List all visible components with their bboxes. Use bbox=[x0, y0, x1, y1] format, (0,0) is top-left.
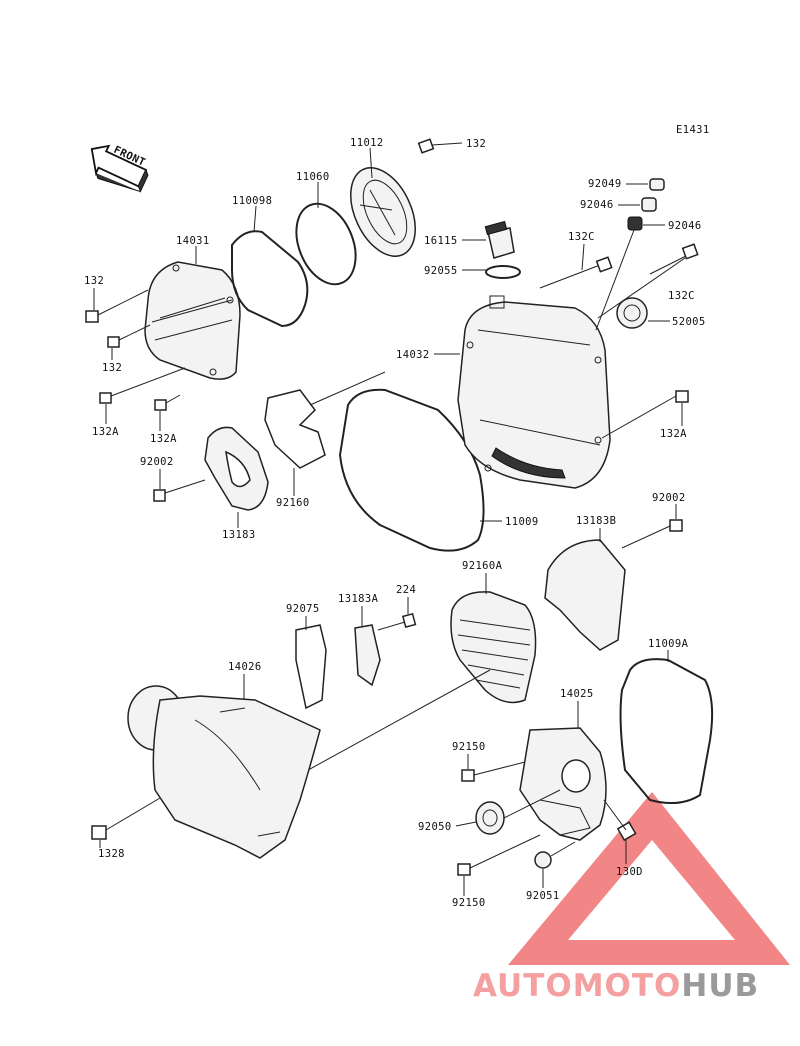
watermark-logo bbox=[508, 792, 790, 965]
label-92046-b: 92046 bbox=[668, 220, 702, 232]
part-92050-seal bbox=[475, 789, 561, 835]
part-52005-seal bbox=[616, 297, 648, 329]
bolt-92002-left bbox=[153, 479, 206, 502]
part-11009a-gasket bbox=[619, 658, 714, 805]
bolt-92150-a bbox=[461, 761, 526, 782]
part-11012-cap bbox=[350, 167, 416, 257]
part-92075-block bbox=[295, 624, 327, 710]
label-224: 224 bbox=[396, 584, 416, 596]
label-132-left: 132 bbox=[84, 275, 104, 287]
watermark-text-automoto: AUTOMOTO bbox=[473, 968, 681, 1004]
bolt-132-left bbox=[85, 289, 149, 323]
part-16115-plug bbox=[484, 220, 515, 259]
label-13183b: 13183B bbox=[576, 515, 616, 527]
watermark-triangle bbox=[508, 792, 790, 965]
label-92050: 92050 bbox=[418, 821, 452, 833]
label-92049: 92049 bbox=[588, 178, 622, 190]
callout-labels: 11012 132 11060 110098 14031 132 132 132… bbox=[84, 137, 706, 909]
label-132c-b: 132C bbox=[668, 290, 695, 302]
label-13183: 13183 bbox=[222, 529, 256, 541]
part-14026-cover bbox=[127, 685, 321, 859]
front-arrow-icon bbox=[90, 144, 149, 193]
label-130d: 130D bbox=[616, 866, 643, 878]
label-16115: 16115 bbox=[424, 235, 458, 247]
label-132-top: 132 bbox=[466, 138, 486, 150]
label-92150-b: 92150 bbox=[452, 897, 486, 909]
bolt-132a-right bbox=[601, 390, 689, 439]
label-11009a: 11009A bbox=[648, 638, 689, 650]
label-92055: 92055 bbox=[424, 265, 458, 277]
part-14031-cover bbox=[144, 261, 241, 380]
label-132a-left: 132A bbox=[92, 426, 119, 438]
bolt-1328 bbox=[91, 797, 161, 840]
label-132a-right: 132A bbox=[660, 428, 687, 440]
part-11060-oring bbox=[295, 202, 357, 286]
part-13183-bracket bbox=[204, 426, 269, 511]
bolt-132c-a bbox=[539, 256, 613, 289]
bolt-130d bbox=[603, 799, 637, 842]
bolt-92002-right bbox=[621, 519, 683, 549]
label-132-mid: 132 bbox=[102, 362, 122, 374]
part-92055-oring bbox=[485, 265, 521, 279]
diagram-code: E1431 bbox=[676, 124, 710, 136]
bolt-132-mid bbox=[107, 324, 151, 348]
label-132a-mid: 132A bbox=[150, 433, 177, 445]
label-92051: 92051 bbox=[526, 890, 560, 902]
part-92160-plate bbox=[264, 389, 326, 469]
part-92046-a bbox=[641, 197, 657, 212]
label-110098: 110098 bbox=[232, 195, 272, 207]
label-92002-right: 92002 bbox=[652, 492, 686, 504]
part-92051-washer bbox=[534, 841, 576, 869]
label-92150-a: 92150 bbox=[452, 741, 486, 753]
bolt-224 bbox=[377, 612, 417, 631]
bolt-132-top bbox=[417, 138, 463, 154]
part-92160a-plate bbox=[450, 591, 537, 704]
label-92160a: 92160A bbox=[462, 560, 503, 572]
bolt-132a-mid bbox=[154, 394, 181, 411]
label-14031: 14031 bbox=[176, 235, 210, 247]
part-110098-gasket bbox=[231, 230, 309, 328]
label-92046-a: 92046 bbox=[580, 199, 614, 211]
label-14026: 14026 bbox=[228, 661, 262, 673]
label-92075: 92075 bbox=[286, 603, 320, 615]
part-13183b-bracket bbox=[544, 539, 626, 651]
label-92160: 92160 bbox=[276, 497, 310, 509]
label-92002-left: 92002 bbox=[140, 456, 174, 468]
label-132c-a: 132C bbox=[568, 231, 595, 243]
part-14032-cover bbox=[457, 295, 611, 489]
label-52005: 52005 bbox=[672, 316, 706, 328]
label-14032: 14032 bbox=[396, 349, 430, 361]
label-14025: 14025 bbox=[560, 688, 594, 700]
label-11012: 11012 bbox=[350, 137, 384, 149]
bolt-92150-b bbox=[457, 834, 541, 876]
part-14025-cover bbox=[519, 727, 607, 841]
part-92046-b bbox=[627, 216, 643, 231]
label-11060: 11060 bbox=[296, 171, 330, 183]
part-13183a-bracket bbox=[354, 624, 381, 687]
label-11009: 11009 bbox=[505, 516, 539, 528]
watermark-text-hub: HUB bbox=[681, 968, 759, 1004]
label-1328: 1328 bbox=[98, 848, 125, 860]
label-13183a: 13183A bbox=[338, 593, 379, 605]
part-92049-cap bbox=[649, 178, 665, 191]
bolt-132a-left bbox=[99, 367, 186, 404]
watermark-text: AUTOMOTOHUB bbox=[473, 968, 759, 1004]
bolt-132c-b bbox=[597, 243, 699, 319]
